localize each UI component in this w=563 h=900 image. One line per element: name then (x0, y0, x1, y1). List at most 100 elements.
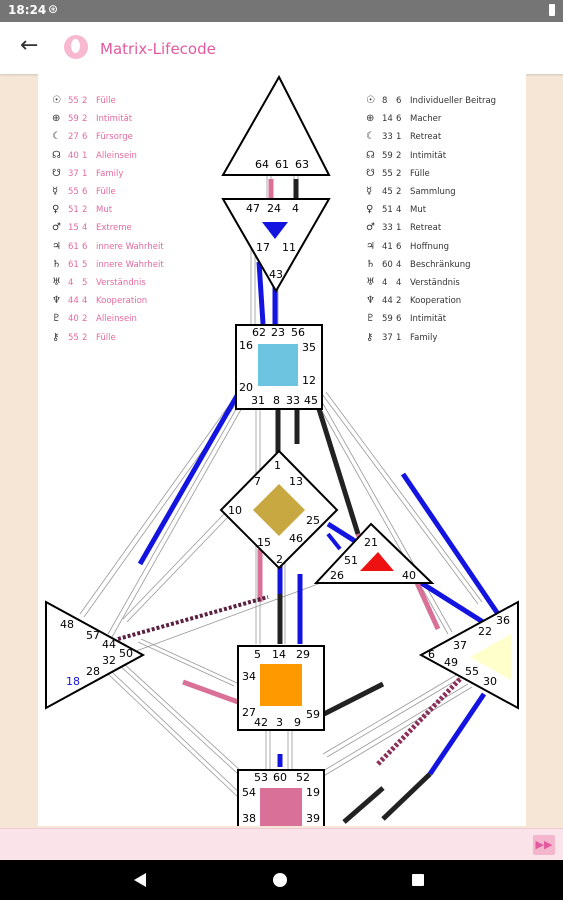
planet-icon: ♃ (366, 240, 375, 252)
planet-icon: ☋ (366, 167, 375, 179)
head-center: 64 61 63 (221, 74, 331, 176)
planet-icon: ☾ (52, 131, 61, 143)
gate-label: 48 (60, 618, 74, 631)
line-number: 1 (396, 223, 402, 234)
planet-icon: ⊕ (52, 113, 61, 125)
gate-label: 4 (292, 202, 299, 215)
gate-name: Intimität (410, 314, 447, 325)
gate-label: 31 (251, 394, 265, 407)
gate-name: Mut (96, 205, 113, 216)
gate-label: 10 (228, 504, 242, 517)
gate-number: 59 (68, 114, 79, 125)
nav-home-icon[interactable] (273, 873, 287, 887)
gate-label: 18 (66, 675, 80, 688)
planet-icon: ☊ (52, 149, 61, 161)
planet-icon: ☿ (366, 186, 373, 198)
gate-label: 2 (276, 553, 283, 566)
gate-label: 25 (306, 514, 320, 527)
gate-label: 34 (242, 670, 256, 683)
gate-label: 13 (289, 475, 303, 488)
gate-label: 54 (242, 786, 256, 799)
planet-icon: ♀ (52, 204, 60, 216)
line-number: 2 (82, 205, 88, 216)
gate-name: Fürsorge (96, 132, 133, 143)
spleen-center: 48 57 44 50 32 28 18 (45, 600, 146, 710)
gate-label: 61 (275, 158, 289, 171)
gate-name: Fülle (96, 187, 116, 198)
gate-label: 3 (276, 716, 283, 729)
planet-icon: ☋ (52, 167, 61, 179)
planet-icon: ♆ (366, 295, 375, 307)
gate-label: 21 (364, 536, 378, 549)
fast-forward-icon[interactable]: ▶▶ (533, 835, 555, 855)
gate-number: 60 (382, 259, 393, 270)
gate-label: 59 (306, 708, 320, 721)
g-center: 1 7 13 10 25 15 46 2 (219, 449, 339, 570)
gate-label: 40 (402, 569, 416, 582)
gate-label: 47 (246, 202, 260, 215)
gate-name: Beschränkung (410, 259, 471, 270)
planet-icon: ♇ (52, 313, 61, 325)
ajna-center: 47 24 4 17 11 43 (221, 198, 331, 294)
gate-number: 55 (382, 168, 393, 179)
line-number: 5 (82, 259, 88, 270)
gate-name: Family (96, 168, 124, 179)
gate-label: 37 (453, 639, 467, 652)
line-number: 2 (82, 314, 88, 325)
planet-icon: ♅ (366, 277, 375, 289)
gate-number: 37 (68, 168, 79, 179)
gate-label: 55 (465, 665, 479, 678)
gate-label: 45 (304, 394, 318, 407)
gate-label: 16 (239, 339, 253, 352)
gate-number: 55 (68, 332, 79, 343)
line-number: 6 (396, 241, 402, 252)
planet-icon: ♇ (366, 313, 375, 325)
gate-label: 49 (444, 656, 458, 669)
gate-name: Fülle (96, 96, 116, 106)
gate-label: 33 (286, 394, 300, 407)
gate-label: 43 (269, 268, 283, 281)
gate-label: 36 (496, 614, 510, 627)
nav-recents-icon[interactable] (412, 874, 424, 886)
gate-number: 51 (382, 205, 393, 216)
gate-label: 6 (428, 648, 435, 661)
line-number: 1 (82, 150, 88, 161)
sync-icon: ⊛ (48, 2, 59, 16)
gate-number: 14 (382, 114, 393, 125)
gate-number: 8 (382, 96, 388, 106)
gate-name: Fülle (96, 332, 116, 343)
app-logo-icon (64, 35, 88, 59)
gate-label: 19 (306, 786, 320, 799)
gate-name: Intimität (410, 150, 447, 161)
planet-icon: ♅ (52, 277, 61, 289)
line-number: 6 (396, 114, 402, 125)
nav-back-icon[interactable] (134, 873, 146, 887)
line-number: 4 (82, 223, 88, 234)
line-number: 2 (82, 332, 88, 343)
gate-label: 57 (86, 629, 100, 642)
planet-icon: ♂ (366, 222, 375, 234)
back-arrow-icon[interactable]: ← (20, 33, 39, 58)
gate-name: Kooperation (410, 296, 462, 307)
system-nav-bar (0, 860, 563, 900)
gate-label: 23 (271, 326, 285, 339)
gate-name: Kooperation (96, 296, 148, 307)
gate-number: 59 (382, 150, 393, 161)
gate-label: 27 (242, 706, 256, 719)
gate-label: 20 (239, 381, 253, 394)
